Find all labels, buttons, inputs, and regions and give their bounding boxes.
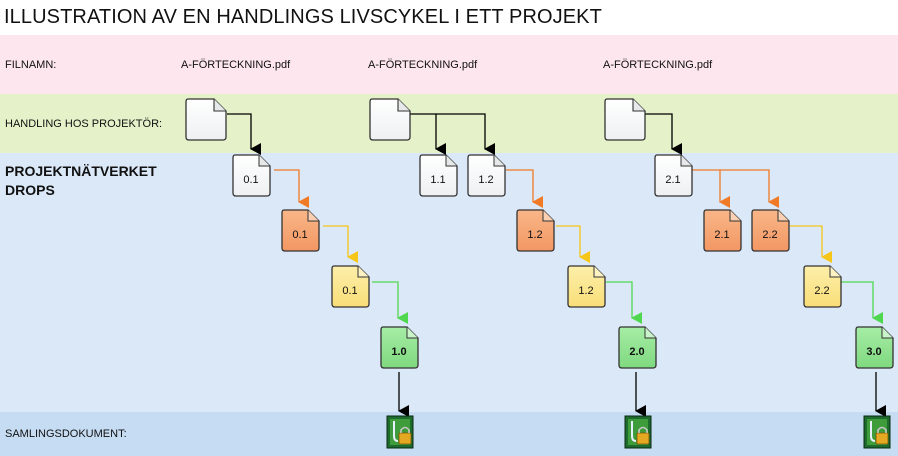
locked-archive-icon xyxy=(624,415,652,449)
row-projektor xyxy=(0,94,898,153)
document-label: 2.2 xyxy=(814,285,829,297)
document-white-2-1: 2.1 xyxy=(654,154,693,197)
arrow-c3-yellow-to-green xyxy=(841,281,883,324)
row-label-projektor: HANDLING HOS PROJEKTÖR: xyxy=(5,118,163,130)
row-label-drops-line1: PROJEKTNÄTVERKET xyxy=(5,163,157,179)
blank-document-icon xyxy=(369,98,411,141)
document-yellow-0-1: 0.1 xyxy=(331,265,370,308)
document-orange-1-2: 1.2 xyxy=(516,209,555,252)
document-white-1-2: 1.2 xyxy=(467,154,506,197)
arrow-c1-projector-to-white xyxy=(227,113,261,155)
document-white-0-1: 0.1 xyxy=(232,154,271,197)
blank-document-icon xyxy=(185,98,227,141)
arrow-c2-projector-to-white-b xyxy=(436,113,495,155)
document-orange-2-1: 2.1 xyxy=(703,209,742,252)
arrow-c2-orange-to-yellow xyxy=(556,225,590,263)
arrow-c2-projector-to-white-a xyxy=(410,113,446,155)
document-label: 1.2 xyxy=(578,285,593,297)
document-label: 2.1 xyxy=(665,174,680,186)
filename-2: A-FÖRTECKNING.pdf xyxy=(368,59,478,71)
document-white-1-1: 1.1 xyxy=(419,154,458,197)
document-label: 2.0 xyxy=(629,346,644,358)
document-green-1-0: 1.0 xyxy=(380,326,419,369)
row-label-filnamn: FILNAMN: xyxy=(5,59,57,71)
locked-archive-icon xyxy=(386,415,414,449)
document-green-3-0: 3.0 xyxy=(855,326,894,369)
arrow-c3-orange-to-yellow xyxy=(790,225,832,263)
filename-1: A-FÖRTECKNING.pdf xyxy=(181,59,291,71)
document-label: 1.1 xyxy=(430,174,445,186)
document-label: 0.1 xyxy=(292,229,307,241)
arrow-c3-white-to-orange-b xyxy=(720,169,779,208)
row-filnamn xyxy=(0,35,898,94)
arrow-c1-orange-to-yellow xyxy=(323,225,358,263)
document-label: 2.1 xyxy=(714,229,729,241)
row-label-drops: PROJEKTNÄTVERKET DROPS xyxy=(5,162,157,200)
document-label: 3.0 xyxy=(866,346,881,358)
row-label-drops-line2: DROPS xyxy=(5,182,55,198)
document-label: 2.2 xyxy=(762,229,777,241)
document-green-2-0: 2.0 xyxy=(618,326,657,369)
arrow-c1-white-to-orange xyxy=(274,169,309,208)
document-label: 1.2 xyxy=(478,174,493,186)
document-orange-2-2: 2.2 xyxy=(751,209,790,252)
arrow-c2-yellow-to-green xyxy=(606,281,642,324)
document-label: 0.1 xyxy=(342,285,357,297)
locked-archive-icon xyxy=(863,415,891,449)
row-label-samling: SAMLINGSDOKUMENT: xyxy=(5,428,127,440)
document-yellow-1-2: 1.2 xyxy=(567,265,606,308)
filename-3: A-FÖRTECKNING.pdf xyxy=(603,59,713,71)
document-label: 0.1 xyxy=(243,174,258,186)
diagram-title: ILLUSTRATION AV EN HANDLINGS LIVSCYKEL I… xyxy=(4,6,602,28)
blank-document-icon xyxy=(604,98,646,141)
document-yellow-2-2: 2.2 xyxy=(803,265,842,308)
arrow-c2-white-to-orange xyxy=(506,169,543,208)
arrow-c1-yellow-to-green xyxy=(372,281,408,324)
document-orange-0-1: 0.1 xyxy=(281,209,320,252)
document-label: 1.0 xyxy=(391,346,406,358)
arrow-c3-projector-to-white xyxy=(643,113,682,155)
row-samlingsdokument xyxy=(0,412,898,456)
document-label: 1.2 xyxy=(527,229,542,241)
arrow-c3-white-to-orange-a xyxy=(692,169,730,208)
